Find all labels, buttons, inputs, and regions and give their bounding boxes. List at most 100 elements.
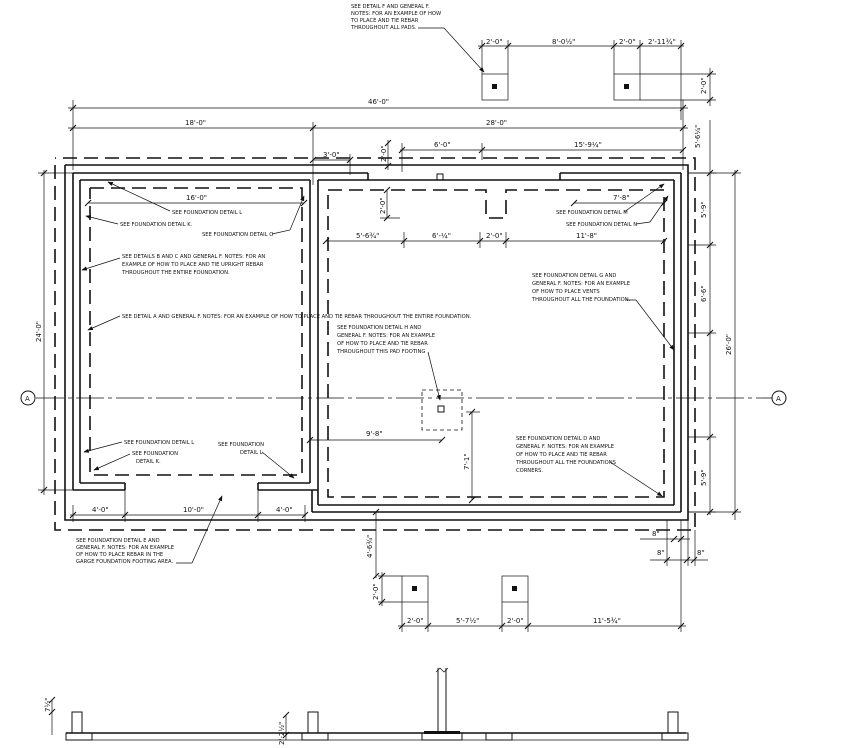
note-detail-f: SEE DETAIL F AND GENERAL F. NOTES: FOR A… — [350, 4, 485, 73]
dim-8-0-1-2: 8'-0½" — [552, 38, 575, 46]
note-bc-line-3: THROUGHOUT THE ENTIRE FOUNDATION. — [121, 270, 230, 276]
note-g-line-3: OF HOW TO PLACE VENTS — [532, 289, 600, 295]
grid-label-left: A — [25, 395, 30, 403]
note-h-line-2: GENERAL F. NOTES: FOR AN EXAMPLE — [337, 333, 435, 339]
dim-6-1-4: 6'-¼" — [432, 232, 451, 240]
dim-2-0-top-a: 2'-0" — [486, 38, 503, 46]
top-pads — [481, 73, 641, 101]
section-footing-1 — [65, 732, 93, 741]
top-pad-dimensions: 2'-0" 8'-0½" 2'-0" 2'-11¾" 2'-0" 5'-6¼" — [478, 38, 716, 148]
note-d-line-4: THROUGHOUT ALL THE FOUNDATIONS — [515, 460, 616, 466]
dim-26-0: 26'-0" — [725, 334, 733, 355]
dim-2-0-bottom-b: 2'-0" — [507, 617, 524, 625]
section-wall-3 — [667, 711, 679, 734]
pad-bottom-left-post — [412, 586, 417, 591]
note-detail-m: SEE FOUNDATION DETAIL M — [556, 210, 628, 216]
overall-top-dimensions: 46'-0" 18'-0" 28'-0" 3'-0" 6'-0" 15'-9¼"… — [68, 98, 688, 185]
left-dimensions: 24'-0" — [35, 169, 73, 495]
note-detail-l-bottom: SEE FOUNDATION DETAIL L — [124, 440, 194, 446]
pad-top-right — [613, 73, 641, 101]
note-k-bottom-line-2: DETAIL K. — [136, 459, 161, 465]
pad-bottom-right — [501, 575, 529, 603]
note-e-line-1: SEE FOUNDATION DETAIL E AND — [76, 538, 160, 544]
dim-2-0-top-b: 2'-0" — [619, 38, 636, 46]
dim-7-8: 7'-8" — [613, 194, 630, 202]
right-dimensions: 5'-9" 6'-6" 5'-9" 26'-0" — [688, 120, 741, 520]
dim-16-0: 16'-0" — [186, 194, 207, 202]
pad-top-left-post — [492, 84, 497, 89]
note-e-line-2: GENERAL F. NOTES: FOR AN EXAMPLE — [76, 545, 174, 551]
grid-bubble-left — [20, 390, 36, 406]
note-d-line-5: CORNERS. — [516, 468, 543, 474]
note-bc-line-2: EXAMPLE OF HOW TO PLACE AND TIE UPRIGHT … — [122, 262, 264, 268]
note-detail-k-top: SEE FOUNDATION DETAIL K. — [120, 222, 193, 228]
section-strip: 7½" 2'-2½" — [44, 667, 689, 745]
note-d-line-3: OF HOW TO PLACE AND TIE REBAR — [516, 452, 607, 458]
dim-8-b: 8" — [657, 549, 665, 557]
dim-4-0-a: 4'-0" — [92, 506, 109, 514]
dim-5-9-right-a: 5'-9" — [700, 201, 708, 218]
dim-2-0-left-pad: 2'-0" — [379, 197, 387, 214]
dim-7-1: 7'-1" — [463, 453, 471, 470]
dim-24-0: 24'-0" — [35, 321, 43, 342]
note-detail-o: SEE FOUNDATION DETAIL O — [202, 232, 273, 238]
section-footing-3 — [421, 732, 463, 741]
note-f-line-4: THROUGHOUT ALL PADS. — [350, 25, 417, 31]
dim-7-1-2: 7½" — [44, 698, 52, 712]
notes-left: SEE FOUNDATION DETAIL L SEE FOUNDATION D… — [76, 181, 472, 565]
section-wall-1 — [71, 711, 83, 734]
note-g-line-2: GENERAL F. NOTES: FOR AN EXAMPLE — [532, 281, 630, 287]
note-l-bottom2-line-2: DETAIL L — [240, 450, 263, 456]
pad-center — [421, 389, 463, 431]
grid-bubble-right — [771, 390, 787, 406]
bottom-pads: 2'-0" 2'-0" 5'-7½" 2'-0" 11'-5¾" — [372, 520, 686, 632]
interior-dimensions: 16'-0" 7'-8" 2'-0" 5'-6¾" 6'-¼" 2'-0" 11… — [84, 186, 668, 504]
section-footing-2 — [301, 732, 329, 741]
grid-label-right: A — [776, 395, 781, 403]
pad-top-left — [481, 73, 509, 101]
footings-dashed — [54, 157, 696, 531]
note-f-line-2: NOTES: FOR AN EXAMPLE OF HOW — [351, 11, 441, 17]
note-f-line-1: SEE DETAIL F AND GENERAL F. — [351, 4, 430, 10]
note-h-line-3: OF HOW TO PLACE AND TIE REBAR — [337, 341, 428, 347]
dim-2-0-bottom-a: 2'-0" — [407, 617, 424, 625]
dim-2-11-3-4: 2'-11¾" — [648, 38, 676, 46]
note-detail-l-top: SEE FOUNDATION DETAIL L — [172, 210, 242, 216]
pad-bottom-left — [401, 575, 429, 603]
bottom-dimensions: 4'-0" 10'-0" 4'-0" 8" 8" 8" 4'-6¾" — [69, 490, 708, 580]
top-notch — [436, 173, 444, 181]
dim-9-8: 9'-8" — [366, 430, 383, 438]
dim-3-0: 3'-0" — [323, 151, 340, 159]
dim-5-6-1-4: 5'-6¼" — [694, 125, 702, 148]
dim-2-0-mid: 2'-0" — [486, 232, 503, 240]
note-e-line-3: OF HOW TO PLACE REBAR IN THE — [76, 552, 163, 558]
note-h-line-4: THROUGHOUT THIS PAD FOOTING — [336, 349, 425, 355]
pad-bottom-right-post — [512, 586, 517, 591]
note-d-line-2: GENERAL F. NOTES: FOR AN EXAMPLE — [516, 444, 614, 450]
foundation-walls — [64, 164, 689, 521]
dim-46-0: 46'-0" — [368, 98, 389, 106]
note-detail-a: SEE DETAIL A AND GENERAL F. NOTES: FOR A… — [122, 314, 472, 320]
dim-11-5-3-4: 11'-5¾" — [593, 617, 621, 625]
note-h-line-1: SEE FOUNDATION DETAIL H AND — [337, 325, 421, 331]
note-e-line-4: GARGE FOUNDATION FOOTING AREA. — [76, 559, 174, 565]
dim-6-6: 6'-6" — [700, 285, 708, 302]
dim-4-6-3-4: 4'-6¾" — [366, 535, 374, 558]
dim-5-7-1-2: 5'-7½" — [456, 617, 479, 625]
dim-18-0: 18'-0" — [185, 119, 206, 127]
dim-6-0: 6'-0" — [434, 141, 451, 149]
note-g-line-1: SEE FOUNDATION DETAIL G AND — [532, 273, 616, 279]
section-wall-2 — [307, 711, 319, 734]
dim-8-c: 8" — [697, 549, 705, 557]
dim-11-8: 11'-8" — [576, 232, 597, 240]
note-detail-n: SEE FOUNDATION DETAIL N — [566, 222, 637, 228]
section-footing-5 — [661, 732, 689, 741]
note-d-line-1: SEE FOUNDATION DETAIL D AND — [516, 436, 600, 442]
section-footing-4 — [485, 732, 513, 741]
note-f-line-3: TO PLACE AND TIE REBAR — [350, 18, 419, 24]
dim-5-6-3-4: 5'-6¾" — [356, 232, 379, 240]
note-l-bottom2-line-1: SEE FOUNDATION — [218, 442, 264, 448]
pad-top-right-post — [624, 84, 629, 89]
dim-10-0: 10'-0" — [183, 506, 204, 514]
